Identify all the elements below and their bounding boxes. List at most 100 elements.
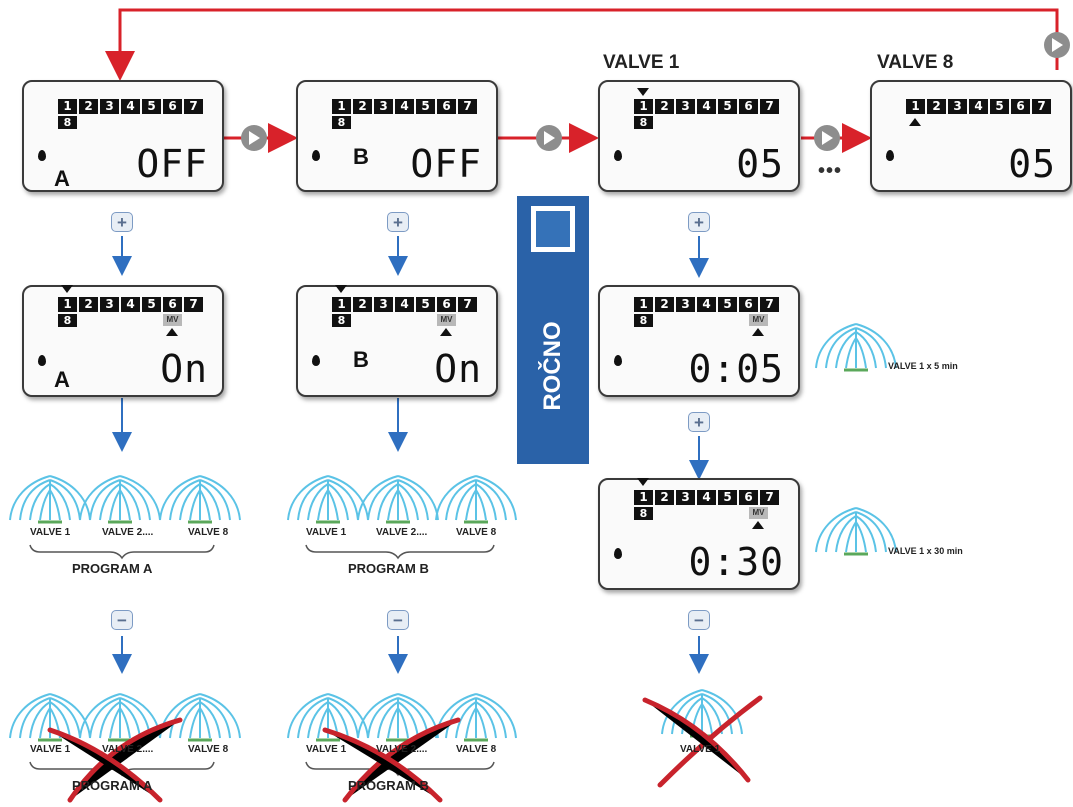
digit: 5 bbox=[718, 297, 737, 312]
valve-label: VALVE 8 bbox=[456, 527, 497, 538]
valve-label: VALVE 2.... bbox=[376, 527, 428, 538]
digit: 1 bbox=[634, 297, 653, 312]
digit: 4 bbox=[697, 99, 716, 114]
digit: 3 bbox=[374, 99, 393, 114]
plus-button[interactable]: + bbox=[387, 212, 409, 232]
cross-a bbox=[47, 717, 183, 803]
next-arrow-icon[interactable] bbox=[536, 125, 562, 151]
duration-label-5: VALVE 1 x 5 min bbox=[888, 361, 958, 371]
next-arrow-icon[interactable] bbox=[1044, 32, 1070, 58]
digit: 7 bbox=[184, 297, 203, 312]
digit: 1 bbox=[58, 297, 77, 312]
drop-icon bbox=[312, 150, 320, 161]
digit: 5 bbox=[416, 99, 435, 114]
digit: 2 bbox=[655, 297, 674, 312]
manual-label: ROČNO bbox=[539, 321, 566, 411]
digit-8: 8 bbox=[634, 314, 653, 327]
valve-label: VALVE 1 bbox=[306, 527, 347, 538]
digit: 3 bbox=[948, 99, 967, 114]
hand-icon bbox=[531, 206, 575, 252]
digit: 4 bbox=[969, 99, 988, 114]
valve-label: VALVE 1 bbox=[30, 744, 71, 755]
digit: 7 bbox=[760, 490, 779, 505]
valve-label: VALVE 2.... bbox=[102, 744, 154, 755]
next-arrow-icon[interactable] bbox=[241, 125, 267, 151]
display-value: 05 bbox=[736, 142, 784, 186]
drop-icon bbox=[886, 150, 894, 161]
drop-icon bbox=[38, 150, 46, 161]
pointer-up-icon bbox=[752, 521, 764, 529]
mv-indicator: MV bbox=[749, 314, 768, 326]
digit: 2 bbox=[655, 490, 674, 505]
digit: 6 bbox=[739, 297, 758, 312]
program-label: PROGRAM B bbox=[348, 561, 429, 576]
next-arrow-icon[interactable] bbox=[814, 125, 840, 151]
valve-label: VALVE 1 bbox=[306, 744, 347, 755]
cross-b bbox=[322, 717, 461, 803]
digit-8: 8 bbox=[332, 116, 351, 129]
digit: 6 bbox=[437, 297, 456, 312]
digit: 7 bbox=[184, 99, 203, 114]
program-label: PROGRAM B bbox=[348, 778, 429, 793]
digit-8: 8 bbox=[634, 116, 653, 129]
digit: 3 bbox=[100, 99, 119, 114]
valve1-header: VALVE 1 bbox=[603, 52, 680, 73]
program-letter: B bbox=[353, 347, 369, 372]
pointer-down-icon bbox=[637, 88, 649, 96]
program-letter: A bbox=[54, 367, 70, 392]
sprinklers-a bbox=[8, 474, 242, 524]
plus-button[interactable]: + bbox=[111, 212, 133, 232]
digit: 4 bbox=[395, 297, 414, 312]
digit: 3 bbox=[676, 490, 695, 505]
valve-label: VALVE 8 bbox=[188, 744, 229, 755]
pointer-up-icon bbox=[909, 118, 921, 126]
program-label: PROGRAM A bbox=[72, 778, 153, 793]
digit: 7 bbox=[458, 297, 477, 312]
digit: 7 bbox=[458, 99, 477, 114]
pointer-down-icon bbox=[335, 285, 347, 293]
valve-label: VALVE 8 bbox=[456, 744, 497, 755]
digit: 4 bbox=[121, 297, 140, 312]
digit: 2 bbox=[655, 99, 674, 114]
digit: 4 bbox=[697, 490, 716, 505]
plus-button[interactable]: + bbox=[688, 412, 710, 432]
digit: 6 bbox=[1011, 99, 1030, 114]
minus-button[interactable]: − bbox=[387, 610, 409, 630]
digit: 5 bbox=[718, 99, 737, 114]
cross-v1 bbox=[642, 695, 763, 788]
drop-icon bbox=[312, 355, 320, 366]
digit: 1 bbox=[332, 297, 351, 312]
minus-button[interactable]: − bbox=[111, 610, 133, 630]
digit: 6 bbox=[739, 490, 758, 505]
valve-label: VALVE 8 bbox=[188, 527, 229, 538]
drop-icon bbox=[614, 548, 622, 559]
plus-button[interactable]: + bbox=[688, 212, 710, 232]
digit: 2 bbox=[79, 297, 98, 312]
pointer-down-icon bbox=[61, 285, 73, 293]
minus-button[interactable]: − bbox=[688, 610, 710, 630]
program-letter: B bbox=[353, 144, 369, 169]
digit: 1 bbox=[332, 99, 351, 114]
digit: 5 bbox=[990, 99, 1009, 114]
digit: 6 bbox=[437, 99, 456, 114]
digit-8: 8 bbox=[58, 314, 77, 327]
valve-label: VALVE 2.... bbox=[102, 527, 154, 538]
digit: 1 bbox=[634, 490, 653, 505]
digit: 6 bbox=[739, 99, 758, 114]
digit: 4 bbox=[395, 99, 414, 114]
drop-icon bbox=[38, 355, 46, 366]
valve-label: VALVE 1 bbox=[680, 744, 721, 755]
digit: 1 bbox=[906, 99, 925, 114]
digit: 6 bbox=[163, 297, 182, 312]
